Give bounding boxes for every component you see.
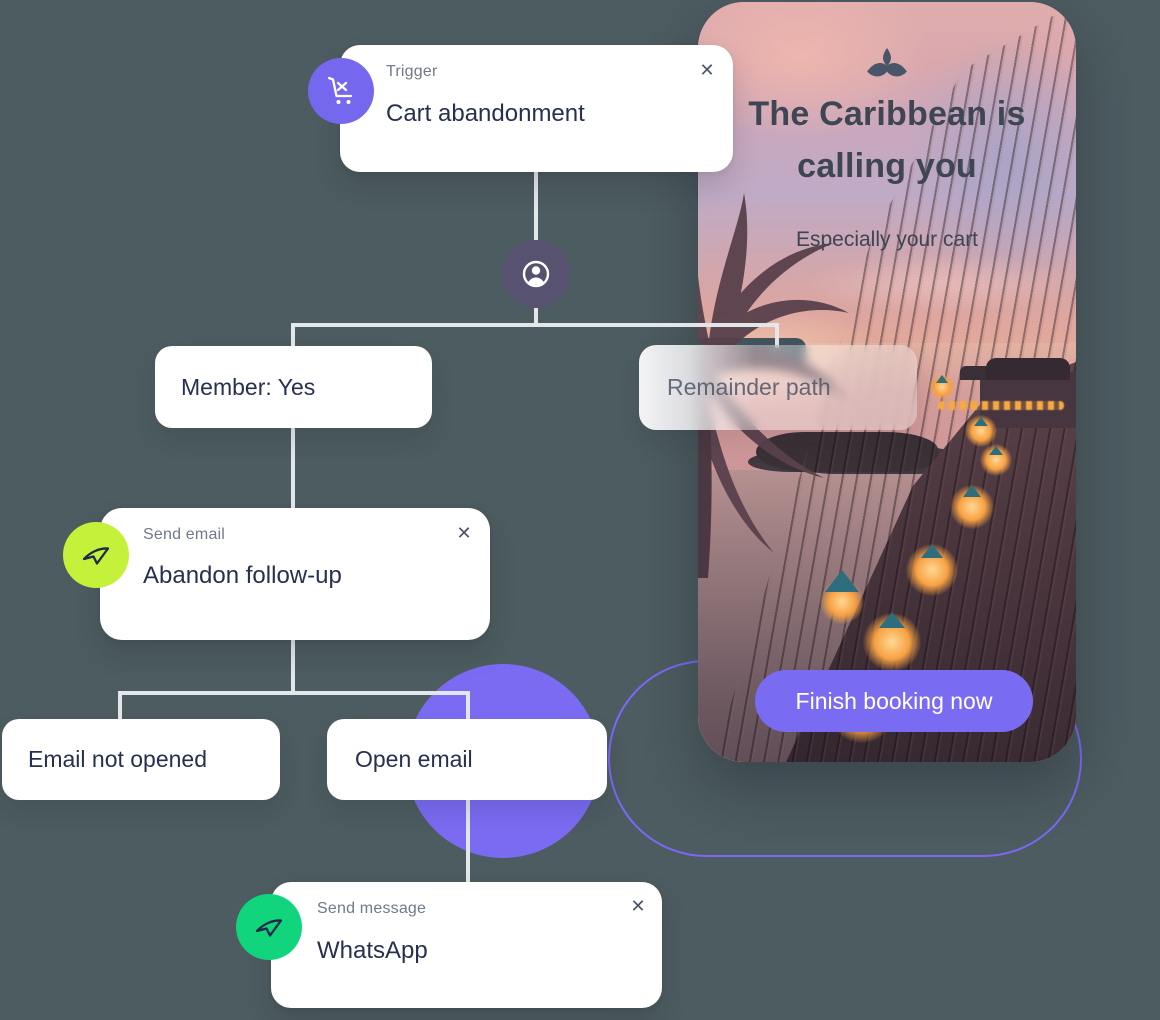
connector-trigger-to-split (534, 172, 538, 242)
branch-member-text: Member: Yes (181, 373, 316, 400)
cart-abandonment-icon (327, 76, 353, 104)
connector-branch1-right-stub (775, 323, 779, 348)
audience-split-node[interactable] (502, 240, 570, 308)
trigger-title: Cart abandonment (386, 100, 585, 127)
send-email-label: Send email (143, 526, 226, 543)
rock-jetty (756, 432, 938, 472)
condition-open-email-text: Open email (355, 746, 473, 772)
paper-plane-icon (82, 547, 110, 565)
pier-platform (980, 372, 1076, 428)
finish-booking-button[interactable]: Finish booking now (755, 670, 1033, 732)
send-email-icon-circle (63, 522, 129, 588)
railing-lights (938, 401, 1064, 410)
phone-heading-line2: calling you (797, 147, 977, 185)
branch-card-remainder-path[interactable]: Remainder path (639, 345, 917, 430)
paper-plane-icon (255, 919, 283, 937)
connector-branch1-horizontal (291, 323, 779, 327)
connector-branch1-left-stub (291, 323, 295, 348)
connector-branch2-right-stub (466, 691, 470, 721)
connector-branch2-left-stub (118, 691, 122, 721)
person-icon (522, 260, 550, 288)
send-message-title: WhatsApp (317, 937, 428, 964)
connector-split-down (534, 306, 538, 327)
condition-card-open-email[interactable]: Open email (327, 719, 607, 800)
phone-subtitle: Especially your cart (795, 228, 979, 251)
send-email-node-card[interactable]: Send email Abandon follow-up ✕ (100, 508, 490, 640)
send-message-icon-circle (236, 894, 302, 960)
trigger-node-card[interactable]: Trigger Cart abandonment ✕ (340, 45, 733, 172)
sky-lavender-patch (905, 32, 1076, 291)
phone-heading-line1: The Caribbean is (748, 95, 1026, 133)
close-icon[interactable]: ✕ (630, 896, 646, 916)
trigger-icon-circle (308, 58, 374, 124)
phone-heading: The Caribbean is calling you (698, 88, 1076, 192)
send-email-title: Abandon follow-up (143, 562, 342, 589)
connector-branch2-horizontal (118, 691, 470, 695)
connector-member-to-email (291, 426, 295, 510)
send-message-node-card[interactable]: Send message WhatsApp ✕ (271, 882, 662, 1008)
connector-openemail-to-whatsapp (466, 798, 470, 884)
cloud (803, 252, 1076, 314)
lotus-logo (867, 48, 907, 77)
connector-email-down (291, 638, 295, 693)
branch-remainder-text: Remainder path (667, 374, 831, 400)
deck-furniture (986, 358, 1070, 380)
close-icon[interactable]: ✕ (456, 523, 472, 543)
condition-not-opened-text: Email not opened (28, 746, 208, 772)
send-message-label: Send message (317, 900, 427, 917)
close-icon[interactable]: ✕ (699, 60, 715, 80)
condition-card-email-not-opened[interactable]: Email not opened (2, 719, 280, 800)
trigger-label: Trigger (386, 63, 438, 80)
branch-card-member-yes[interactable]: Member: Yes (155, 346, 432, 428)
